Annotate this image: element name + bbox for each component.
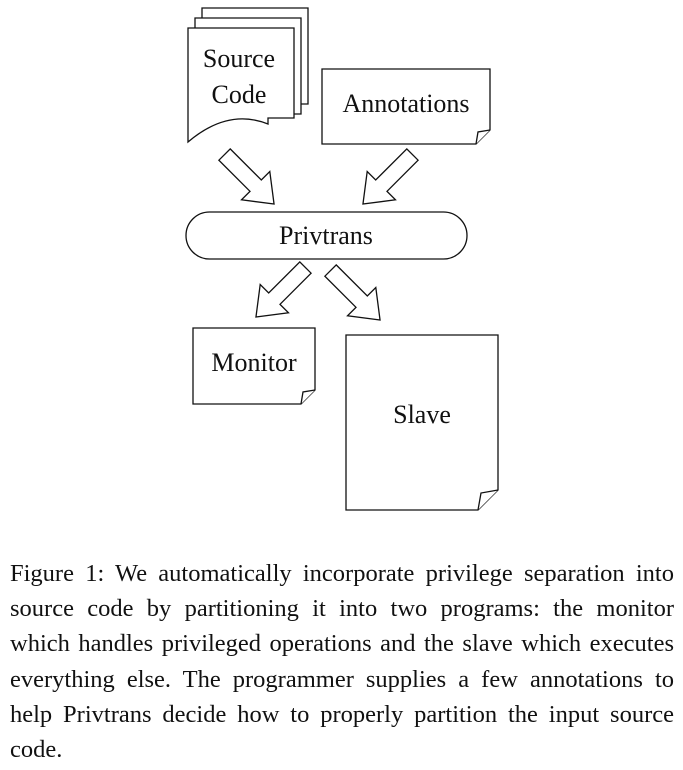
monitor-document: Monitor	[192, 327, 316, 405]
arrow-annotations-to-privtrans	[362, 147, 420, 205]
privtrans-process: Privtrans	[185, 211, 468, 260]
monitor-label: Monitor	[211, 348, 297, 377]
slave-document: Slave	[345, 334, 499, 511]
slave-label: Slave	[393, 400, 451, 429]
annotations-label: Annotations	[342, 89, 469, 118]
arrow-privtrans-to-slave	[323, 263, 381, 321]
arrow-source-to-privtrans	[217, 147, 275, 205]
source-code-label-line1: Source	[203, 44, 275, 73]
figure-caption: Figure 1: We automatically incorporate p…	[10, 560, 674, 764]
privtrans-diagram: Source Code Annotations Privtrans Monito…	[185, 7, 499, 511]
privtrans-label: Privtrans	[279, 221, 373, 250]
annotations-document: Annotations	[321, 68, 491, 145]
source-code-front-page	[187, 27, 295, 144]
source-code-label-line2: Code	[212, 80, 267, 109]
arrow-privtrans-to-monitor	[255, 260, 313, 318]
source-code-document-stack: Source Code	[187, 7, 309, 144]
